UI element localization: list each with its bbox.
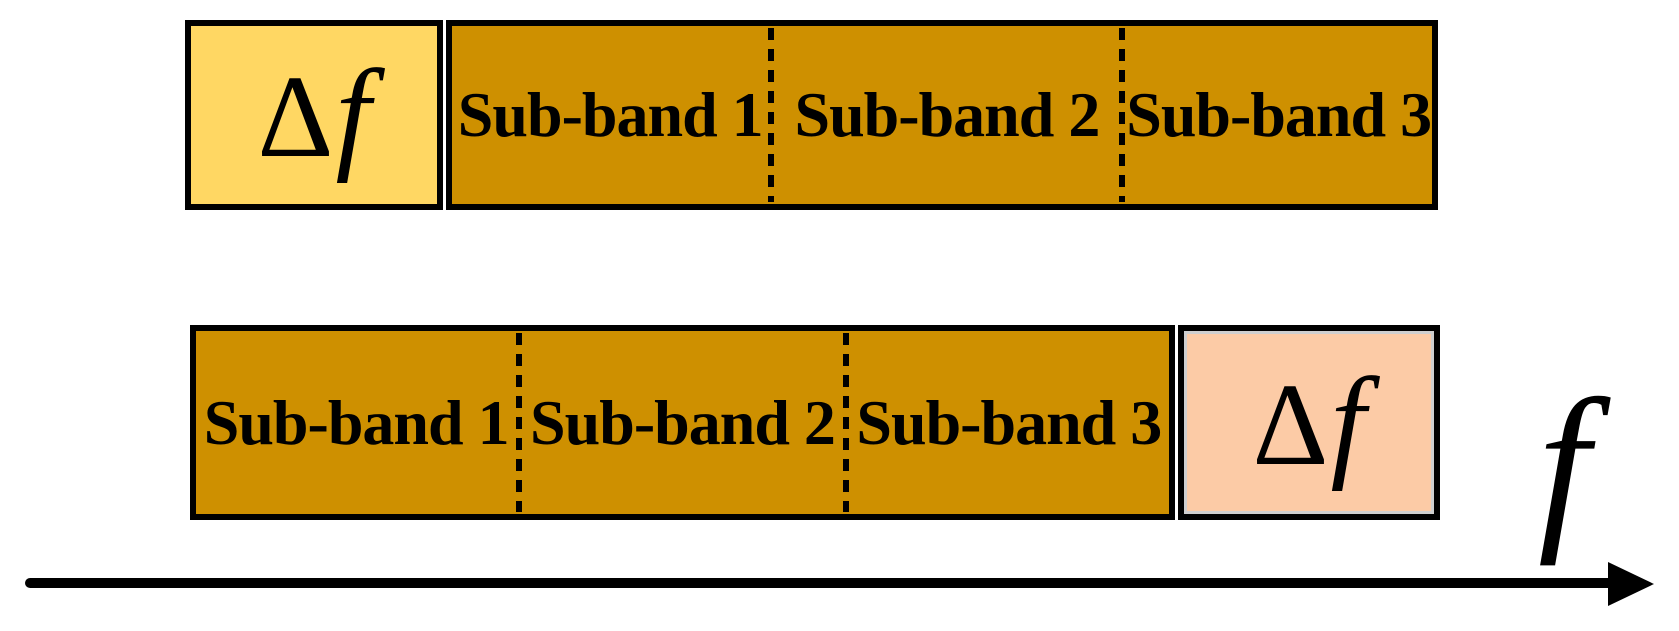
subband-label: Sub-band 3 <box>856 386 1162 458</box>
subband-group-bottom: Sub-band 1 Sub-band 2 Sub-band 3 <box>190 325 1175 520</box>
subband-1-bottom: Sub-band 1 <box>196 331 516 514</box>
f-symbol: f <box>1330 352 1366 492</box>
subband-label: Sub-band 2 <box>794 79 1100 150</box>
subband-2-bottom: Sub-band 2 <box>522 331 842 514</box>
subband-divider <box>516 333 523 512</box>
frequency-axis-arrowhead-icon <box>1608 562 1654 606</box>
frequency-axis-line <box>25 578 1615 588</box>
subband-2-top: Sub-band 2 <box>774 26 1119 204</box>
f-symbol: f <box>335 45 371 184</box>
frequency-axis-label: f <box>1538 362 1590 567</box>
subband-1-top: Sub-band 1 <box>452 26 768 204</box>
delta-symbol: Δ <box>1252 358 1329 490</box>
subband-divider <box>1119 28 1126 202</box>
subband-label: Sub-band 3 <box>1126 79 1432 150</box>
subband-divider <box>768 28 775 202</box>
subband-label: Sub-band 2 <box>530 386 836 458</box>
delta-symbol: Δ <box>257 51 334 182</box>
subband-3-bottom: Sub-band 3 <box>849 331 1169 514</box>
subband-group-top: Sub-band 1 Sub-band 2 Sub-band 3 <box>446 20 1438 210</box>
subband-divider <box>842 333 849 512</box>
subband-3-top: Sub-band 3 <box>1125 26 1432 204</box>
subband-label: Sub-band 1 <box>203 386 510 458</box>
subband-label: Sub-band 1 <box>457 79 764 150</box>
